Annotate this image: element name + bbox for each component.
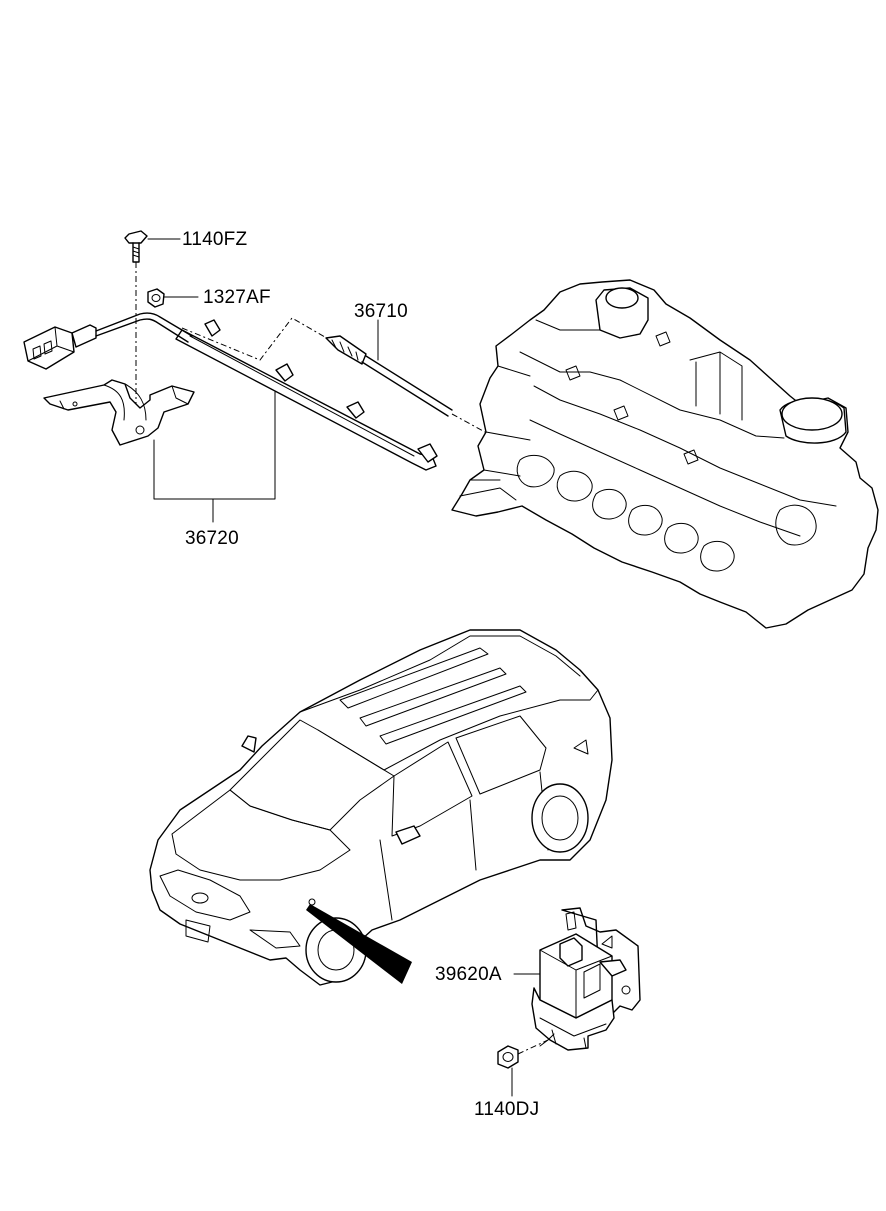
nut-1140dj-icon [497, 1045, 519, 1069]
glow-plug-36710-icon [325, 335, 453, 417]
label-36710: 36710 [354, 301, 408, 322]
glowplug-axis-line [451, 413, 541, 463]
suv-vehicle-icon [149, 629, 613, 986]
controller-39620a-icon [531, 907, 641, 1051]
label-1140fz: 1140FZ [182, 229, 248, 250]
nut-1327af-icon [147, 288, 165, 308]
connect-dash-line [181, 317, 331, 361]
harness-36720-icon [23, 312, 438, 471]
location-pointer-icon [306, 904, 412, 984]
label-1140dj: 1140DJ [474, 1099, 540, 1120]
engine-head-icon [451, 279, 879, 629]
bolt-1140fz-icon [124, 230, 148, 263]
leader-36720 [153, 391, 276, 500]
nut-axis-line [517, 1039, 549, 1055]
label-36720: 36720 [185, 528, 239, 549]
label-39620a: 39620A [435, 964, 502, 985]
label-1327af: 1327AF [203, 287, 271, 308]
